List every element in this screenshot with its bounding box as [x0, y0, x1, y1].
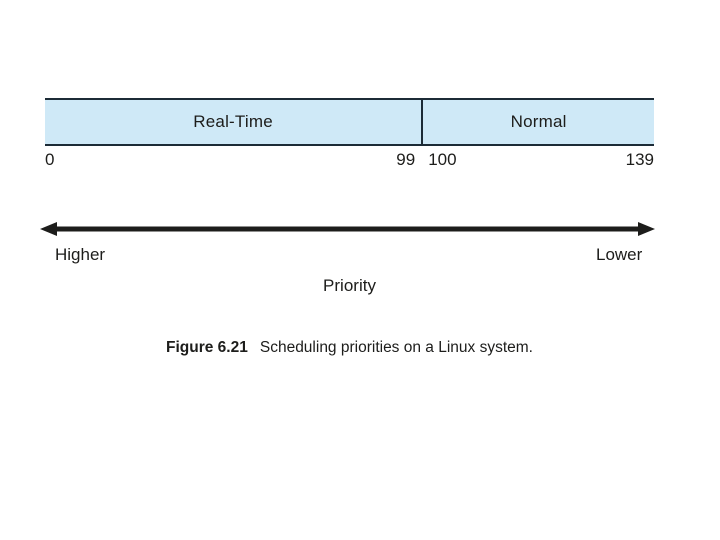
- tick-normal-start: 100: [428, 150, 457, 169]
- figure-caption-text: Scheduling priorities on a Linux system.: [259, 339, 533, 356]
- scale-real-time-range: 0 99: [45, 150, 423, 170]
- priority-axis-label: Priority: [323, 276, 376, 295]
- segment-real-time: Real-Time: [45, 100, 424, 144]
- priority-scale: 0 99 100 139: [45, 150, 654, 170]
- lower-label: Lower: [596, 245, 643, 264]
- double-headed-arrow-icon: [40, 222, 655, 236]
- scale-normal-range: 100 139: [423, 150, 654, 170]
- figure-number: Figure 6.21: [166, 339, 248, 356]
- priority-diagram: Real-Time Normal 0 99 100 139: [45, 98, 654, 170]
- segment-normal-label: Normal: [510, 112, 567, 131]
- priority-bar: Real-Time Normal: [45, 98, 654, 146]
- tick-real-time-end: 99: [396, 150, 416, 169]
- priority-arrow: [40, 221, 655, 237]
- figure-caption: Figure 6.21 Scheduling priorities on a Li…: [45, 339, 654, 357]
- segment-normal: Normal: [423, 100, 654, 144]
- higher-label: Higher: [55, 245, 106, 264]
- tick-real-time-start: 0: [45, 150, 55, 169]
- segment-real-time-label: Real-Time: [193, 112, 273, 131]
- tick-normal-end: 139: [625, 150, 654, 169]
